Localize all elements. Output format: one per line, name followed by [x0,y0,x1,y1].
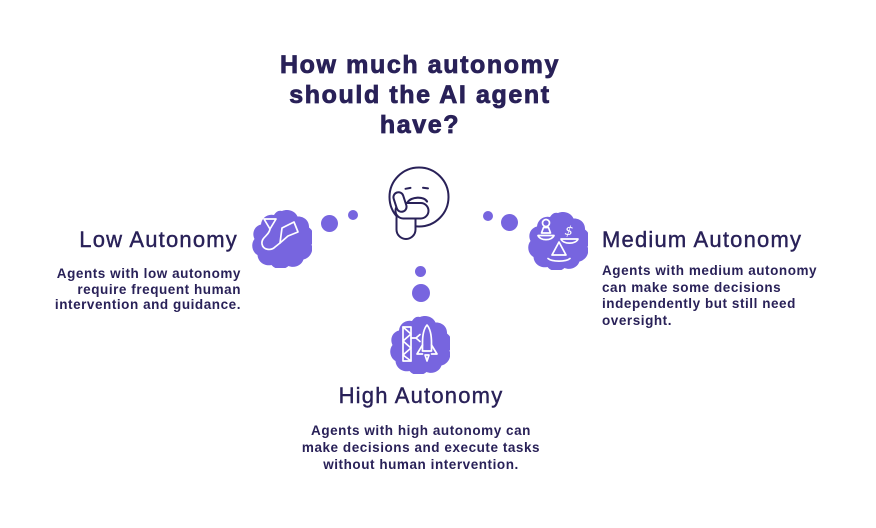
thought-dot [483,211,493,221]
description-line: oversight. [602,312,673,328]
thumb [392,191,408,213]
frown-mouth [406,196,429,204]
balance-scale-icon: $ [537,218,579,262]
page-title: How much autonomy should the AI agent ha… [188,50,652,140]
thought-dot [501,214,518,231]
description-line: independently but still need [602,296,796,311]
dollar-sign: $ [564,224,574,240]
thought-blob-medium: $ [528,212,588,270]
thinking-hand [392,191,430,240]
thought-dot [412,284,430,302]
thinking-face-icon [388,166,450,240]
medium-autonomy-description: Agents with medium autonomy can make som… [602,263,876,329]
description-line: Agents with medium autonomy [602,263,818,278]
low-autonomy-description: Agents with low autonomy require frequen… [11,266,241,313]
description-line: require frequent human [77,281,241,297]
face-outline [388,166,450,228]
blob-shape [390,316,450,374]
high-autonomy-description: Agents with high autonomy can make decis… [279,422,563,473]
description-line: without human intervention. [323,457,519,472]
thought-dot [321,215,338,232]
description-line: Agents with low autonomy [56,266,241,281]
thought-blob-low [252,210,312,268]
high-autonomy-heading: High Autonomy [338,383,504,408]
low-autonomy-heading: Low Autonomy [79,227,238,252]
medium-autonomy-heading: Medium Autonomy [602,227,803,252]
blob-shape [252,210,312,268]
thought-dot [348,210,358,220]
left-eye [404,186,412,190]
page-title-line: How much autonomy [280,51,560,80]
description-line: intervention and guidance. [54,297,241,312]
blob-shape [528,212,588,270]
page-title-line: should the AI agent [289,81,551,110]
winding-path-flag-icon [261,218,299,251]
page-title-line: have? [379,111,461,140]
right-eye [422,186,429,190]
rocket-launch-icon [402,324,438,362]
thought-dot [415,266,426,277]
description-line: Agents with high autonomy can [311,423,531,438]
thought-blob-high [390,316,450,374]
description-line: can make some decisions [602,279,782,295]
description-line: make decisions and execute tasks [301,440,541,455]
